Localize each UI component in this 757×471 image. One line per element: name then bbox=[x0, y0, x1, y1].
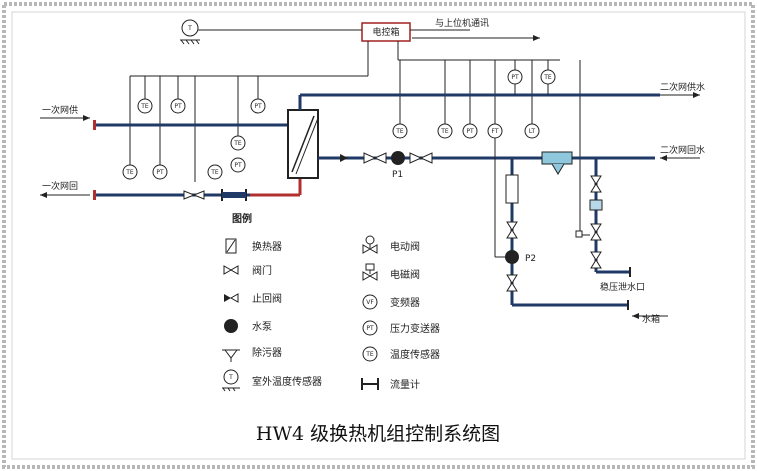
relief-check bbox=[589, 199, 603, 211]
svg-text:TE: TE bbox=[140, 103, 149, 110]
svg-text:PT: PT bbox=[174, 103, 182, 110]
relief-valve-1 bbox=[590, 175, 602, 193]
legend-right-3: 变频器 bbox=[390, 296, 420, 309]
gauge-temperature-3: TE bbox=[230, 135, 246, 151]
svg-text:VF: VF bbox=[366, 299, 374, 306]
legend-right-1: 电动阀 bbox=[390, 240, 420, 253]
legend-flow-meter-icon bbox=[361, 378, 379, 390]
gauge-temperature-6: TE bbox=[437, 123, 453, 139]
svg-text:TE: TE bbox=[440, 128, 449, 135]
gauge-temperature-4: TE bbox=[207, 164, 223, 180]
relief-valve-3 bbox=[590, 251, 602, 269]
check-valve-p1 bbox=[340, 154, 348, 162]
svg-text:TE: TE bbox=[210, 169, 219, 176]
gauge-temperature-2: TE bbox=[122, 164, 138, 180]
svg-text:PT: PT bbox=[366, 325, 374, 332]
svg-text:TE: TE bbox=[125, 169, 134, 176]
svg-text:LT: LT bbox=[529, 128, 536, 135]
gauge-temperature-5: TE bbox=[392, 123, 408, 139]
legend-temperature-sensor-icon: TE bbox=[362, 346, 378, 362]
legend-strainer-icon bbox=[222, 349, 240, 362]
legend-left-5: 除污器 bbox=[252, 346, 282, 359]
gauge-temperature-7: TE bbox=[540, 69, 556, 85]
svg-text:T: T bbox=[187, 25, 192, 32]
pump-p1-label: P1 bbox=[392, 170, 403, 180]
primary-supply-label: 一次网供 bbox=[42, 104, 78, 116]
svg-text:PT: PT bbox=[466, 128, 474, 135]
control-box bbox=[361, 22, 411, 42]
relief-valve-2 bbox=[590, 223, 602, 241]
legend-right-2: 电磁阀 bbox=[390, 268, 420, 281]
legend-pressure-transmitter-icon: PT bbox=[362, 320, 378, 336]
legend-left-1: 换热器 bbox=[252, 240, 282, 253]
legend-right-4: 压力变送器 bbox=[390, 322, 440, 335]
valve-p1-in bbox=[363, 152, 387, 164]
primary-return-flange bbox=[93, 190, 96, 200]
legend-left-4: 水泵 bbox=[252, 321, 272, 333]
svg-text:TE: TE bbox=[365, 351, 374, 358]
gauge-temperature-1: TE bbox=[137, 98, 153, 114]
svg-text:PT: PT bbox=[254, 103, 262, 110]
pump-p1-icon bbox=[391, 151, 405, 165]
pressure-relief-label: 稳压泄水口 bbox=[600, 281, 645, 293]
strainer bbox=[541, 151, 573, 175]
svg-text:PT: PT bbox=[234, 162, 242, 169]
inner-border bbox=[11, 11, 746, 460]
motorized-valve bbox=[183, 190, 205, 200]
valve-p2-upper bbox=[506, 221, 518, 239]
legend-pump-icon bbox=[224, 319, 238, 333]
gauge-pressure-6: PT bbox=[507, 69, 523, 85]
legend-right-5: 温度传感器 bbox=[390, 348, 440, 361]
legend-left-3: 止回阀 bbox=[252, 292, 282, 305]
heat-exchanger bbox=[287, 109, 319, 179]
svg-text:T: T bbox=[228, 374, 233, 381]
svg-text:PT: PT bbox=[511, 74, 519, 81]
legend-valve-icon bbox=[223, 265, 239, 275]
pump-p2-icon bbox=[505, 250, 519, 264]
legend-outdoor-temp-sensor-icon: T bbox=[222, 369, 240, 392]
svg-text:TE: TE bbox=[395, 128, 404, 135]
gauge-level: LT bbox=[524, 123, 540, 139]
primary-supply-flange bbox=[93, 120, 96, 130]
svg-text:PT: PT bbox=[156, 169, 164, 176]
upper-computer-label: 与上位机通讯 bbox=[435, 17, 489, 29]
pump-p2-label: P2 bbox=[525, 254, 536, 264]
legend-left-6: 室外温度传感器 bbox=[252, 375, 322, 388]
gauge-pressure-5: PT bbox=[462, 123, 478, 139]
flow-meter bbox=[221, 189, 247, 201]
legend-heat-exchanger-icon bbox=[225, 238, 237, 254]
gauge-pressure-3: PT bbox=[152, 164, 168, 180]
legend-motorized-valve-icon bbox=[362, 235, 378, 254]
valve-p2-lower bbox=[506, 274, 518, 292]
legend-left-2: 阀门 bbox=[252, 264, 272, 277]
secondary-return-label: 二次网回水 bbox=[660, 144, 705, 156]
legend-solenoid-valve-icon bbox=[362, 263, 378, 281]
svg-text:TE: TE bbox=[233, 140, 242, 147]
relief-sensor-box bbox=[575, 230, 583, 238]
valve-p1-out bbox=[409, 152, 433, 164]
water-tank-label: 水箱 bbox=[642, 313, 660, 325]
legend-title: 图例 bbox=[232, 212, 252, 225]
primary-return-label: 一次网回 bbox=[42, 180, 78, 192]
control-box-label: 电控箱 bbox=[372, 26, 399, 38]
diagram-title: HW4 级换热机组控制系统图 bbox=[256, 423, 500, 445]
svg-text:TE: TE bbox=[543, 74, 552, 81]
svg-text:FT: FT bbox=[491, 128, 498, 135]
legend-inverter-icon: VF bbox=[362, 294, 378, 310]
makeup-filter bbox=[505, 174, 519, 204]
legend-right-6: 流量计 bbox=[390, 378, 420, 391]
gauge-flow: FT bbox=[487, 123, 503, 139]
legend-check-valve-icon bbox=[224, 293, 239, 303]
gauge-pressure-4: PT bbox=[230, 157, 246, 173]
outdoor-temp-sensor-icon: T bbox=[180, 19, 200, 45]
gauge-pressure-2: PT bbox=[250, 98, 266, 114]
secondary-supply-label: 二次网供水 bbox=[660, 81, 705, 93]
gauge-pressure-1: PT bbox=[170, 98, 186, 114]
